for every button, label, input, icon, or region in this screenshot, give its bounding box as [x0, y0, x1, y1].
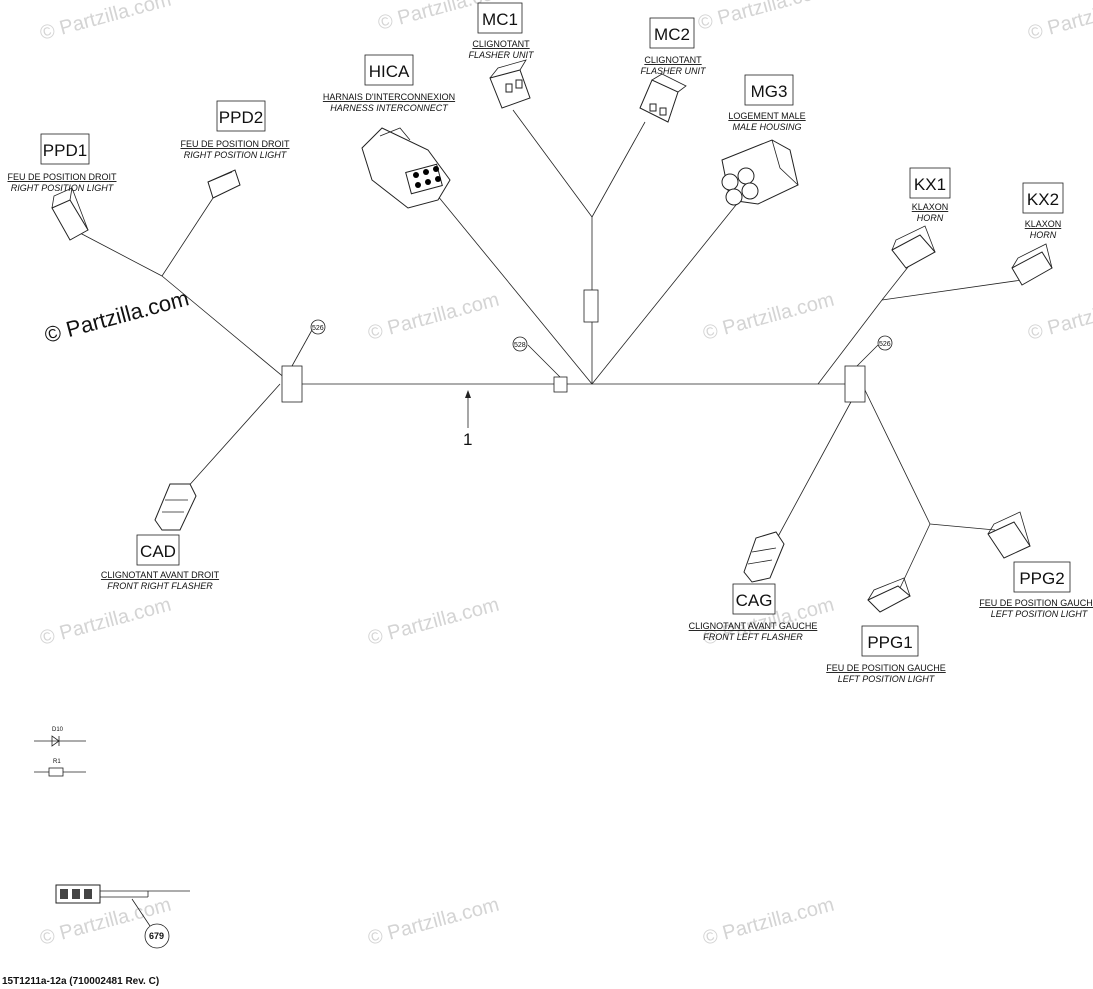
- drawing-reference: 15T1211a-12a (710002481 Rev. C): [2, 976, 160, 987]
- watermark: © Partzilla.com: [1026, 289, 1093, 345]
- connector-label-fr: HARNAIS D'INTERCONNEXION: [323, 92, 455, 102]
- callout-label: 526: [879, 341, 891, 348]
- connector-code: PPG2: [1019, 569, 1064, 588]
- harness-clip: [553, 376, 568, 393]
- harness-sleeve: [583, 289, 599, 323]
- connector-label-fr: FEU DE POSITION DROIT: [7, 172, 117, 182]
- callout-label: 679: [149, 931, 164, 941]
- connector-mc2: MC2 CLIGNOTANT FLASHER UNIT: [640, 17, 707, 76]
- watermark: © Partzilla.com: [366, 594, 502, 650]
- connector-label-en: RIGHT POSITION LIGHT: [11, 183, 115, 193]
- callout-label: 526: [312, 325, 324, 332]
- connector-label-en: LEFT POSITION LIGHT: [838, 674, 936, 684]
- connector-ppd2-shape: [207, 169, 241, 199]
- connector-mg3: MG3 LOGEMENT MALE MALE HOUSING: [728, 74, 806, 132]
- diode-symbol: D10: [34, 727, 86, 747]
- wire-terminal-component: 679: [55, 884, 190, 949]
- connector-cag-shape: [743, 531, 785, 583]
- connector-code: CAD: [140, 542, 176, 561]
- connector-label-en: HARNESS INTERCONNECT: [330, 103, 449, 113]
- connector-label-en: FRONT LEFT FLASHER: [703, 632, 803, 642]
- connector-hica: HICA HARNAIS D'INTERCONNEXION HARNESS IN…: [323, 54, 455, 113]
- connector-kx2: KX2 KLAXON HORN: [1022, 182, 1064, 240]
- resistor-label: R1: [53, 759, 61, 765]
- connector-ppg1: PPG1 FEU DE POSITION GAUCHE LEFT POSITIO…: [826, 625, 946, 684]
- connector-mc1: MC1 CLIGNOTANT FLASHER UNIT: [468, 2, 535, 60]
- watermark: © Partzilla.com: [1026, 0, 1093, 45]
- connector-label-en: MALE HOUSING: [732, 122, 801, 132]
- watermark: © Partzilla.com: [38, 0, 174, 45]
- watermark: © Partzilla.com: [696, 0, 832, 35]
- watermark: © Partzilla.com: [366, 289, 502, 345]
- connector-ppg2: PPG2 FEU DE POSITION GAUCHE LEFT POSITIO…: [979, 561, 1093, 619]
- connector-ppd2: PPD2 FEU DE POSITION DROIT RIGHT POSITIO…: [180, 100, 290, 160]
- connector-code: PPD1: [43, 141, 87, 160]
- connector-ppd1: PPD1 FEU DE POSITION DROIT RIGHT POSITIO…: [7, 133, 117, 193]
- connector-mc1-shape: [489, 59, 531, 109]
- main-watermark: © Partzilla.com: [42, 285, 192, 348]
- connector-label-en: FLASHER UNIT: [640, 66, 707, 76]
- connector-code: PPG1: [867, 633, 912, 652]
- connector-label-fr: FEU DE POSITION GAUCHE: [979, 598, 1093, 608]
- resistor-symbol: R1: [34, 759, 86, 777]
- connector-label-fr: CLIGNOTANT AVANT DROIT: [101, 570, 220, 580]
- connector-code: MC1: [482, 10, 518, 29]
- connector-label-en: RIGHT POSITION LIGHT: [184, 150, 288, 160]
- connector-kx2-shape: [1011, 243, 1053, 286]
- connector-cad-shape: [154, 483, 197, 531]
- watermark: © Partzilla.com: [38, 594, 174, 650]
- connector-code: MG3: [751, 82, 788, 101]
- watermark: © Partzilla.com: [701, 289, 837, 345]
- connector-ppg1-shape: [867, 577, 911, 613]
- callout-label: 528: [514, 342, 526, 349]
- connector-label-fr: CLIGNOTANT AVANT GAUCHE: [689, 621, 818, 631]
- harness-sleeve: [281, 365, 303, 403]
- callout-left: 526: [291, 319, 326, 367]
- part-number: 1: [463, 430, 472, 449]
- connector-label-fr: FEU DE POSITION DROIT: [180, 139, 290, 149]
- connector-code: HICA: [369, 62, 410, 81]
- connector-label-fr: LOGEMENT MALE: [728, 111, 805, 121]
- part-number-indicator: 1: [463, 390, 472, 449]
- connector-kx1: KX1 KLAXON HORN: [909, 167, 951, 223]
- connector-label-en: HORN: [917, 213, 944, 223]
- connector-code: CAG: [736, 591, 773, 610]
- connector-kx1-shape: [891, 225, 936, 269]
- connector-code: KX2: [1027, 190, 1059, 209]
- connector-cag: CAG CLIGNOTANT AVANT GAUCHE FRONT LEFT F…: [689, 583, 818, 642]
- connector-label-fr: CLIGNOTANT: [644, 55, 702, 65]
- callout-center: 528: [512, 336, 561, 378]
- connector-label-fr: CLIGNOTANT: [472, 39, 530, 49]
- connector-label-fr: KLAXON: [1025, 219, 1062, 229]
- connector-label-en: HORN: [1030, 230, 1057, 240]
- connector-hica-shape: [361, 127, 451, 209]
- connector-mc2-shape: [639, 73, 687, 123]
- diode-label: D10: [52, 727, 64, 733]
- callout-right: 526: [856, 335, 893, 367]
- connector-mg3-shape: [721, 139, 799, 206]
- watermark: © Partzilla.com: [701, 894, 837, 950]
- harness-wires: [79, 109, 1023, 589]
- harness-sleeve: [844, 365, 866, 403]
- connector-ppg2-shape: [987, 511, 1031, 559]
- connector-label-en: LEFT POSITION LIGHT: [991, 609, 1089, 619]
- connector-code: MC2: [654, 25, 690, 44]
- connector-label-fr: KLAXON: [912, 202, 949, 212]
- watermark: © Partzilla.com: [366, 894, 502, 950]
- connector-cad: CAD CLIGNOTANT AVANT DROIT FRONT RIGHT F…: [101, 534, 220, 591]
- connector-ppd1-shape: [51, 187, 89, 241]
- connector-label-en: FRONT RIGHT FLASHER: [107, 581, 213, 591]
- connector-label-fr: FEU DE POSITION GAUCHE: [826, 663, 946, 673]
- connector-code: KX1: [914, 175, 946, 194]
- connector-label-en: FLASHER UNIT: [468, 50, 535, 60]
- connector-code: PPD2: [219, 108, 263, 127]
